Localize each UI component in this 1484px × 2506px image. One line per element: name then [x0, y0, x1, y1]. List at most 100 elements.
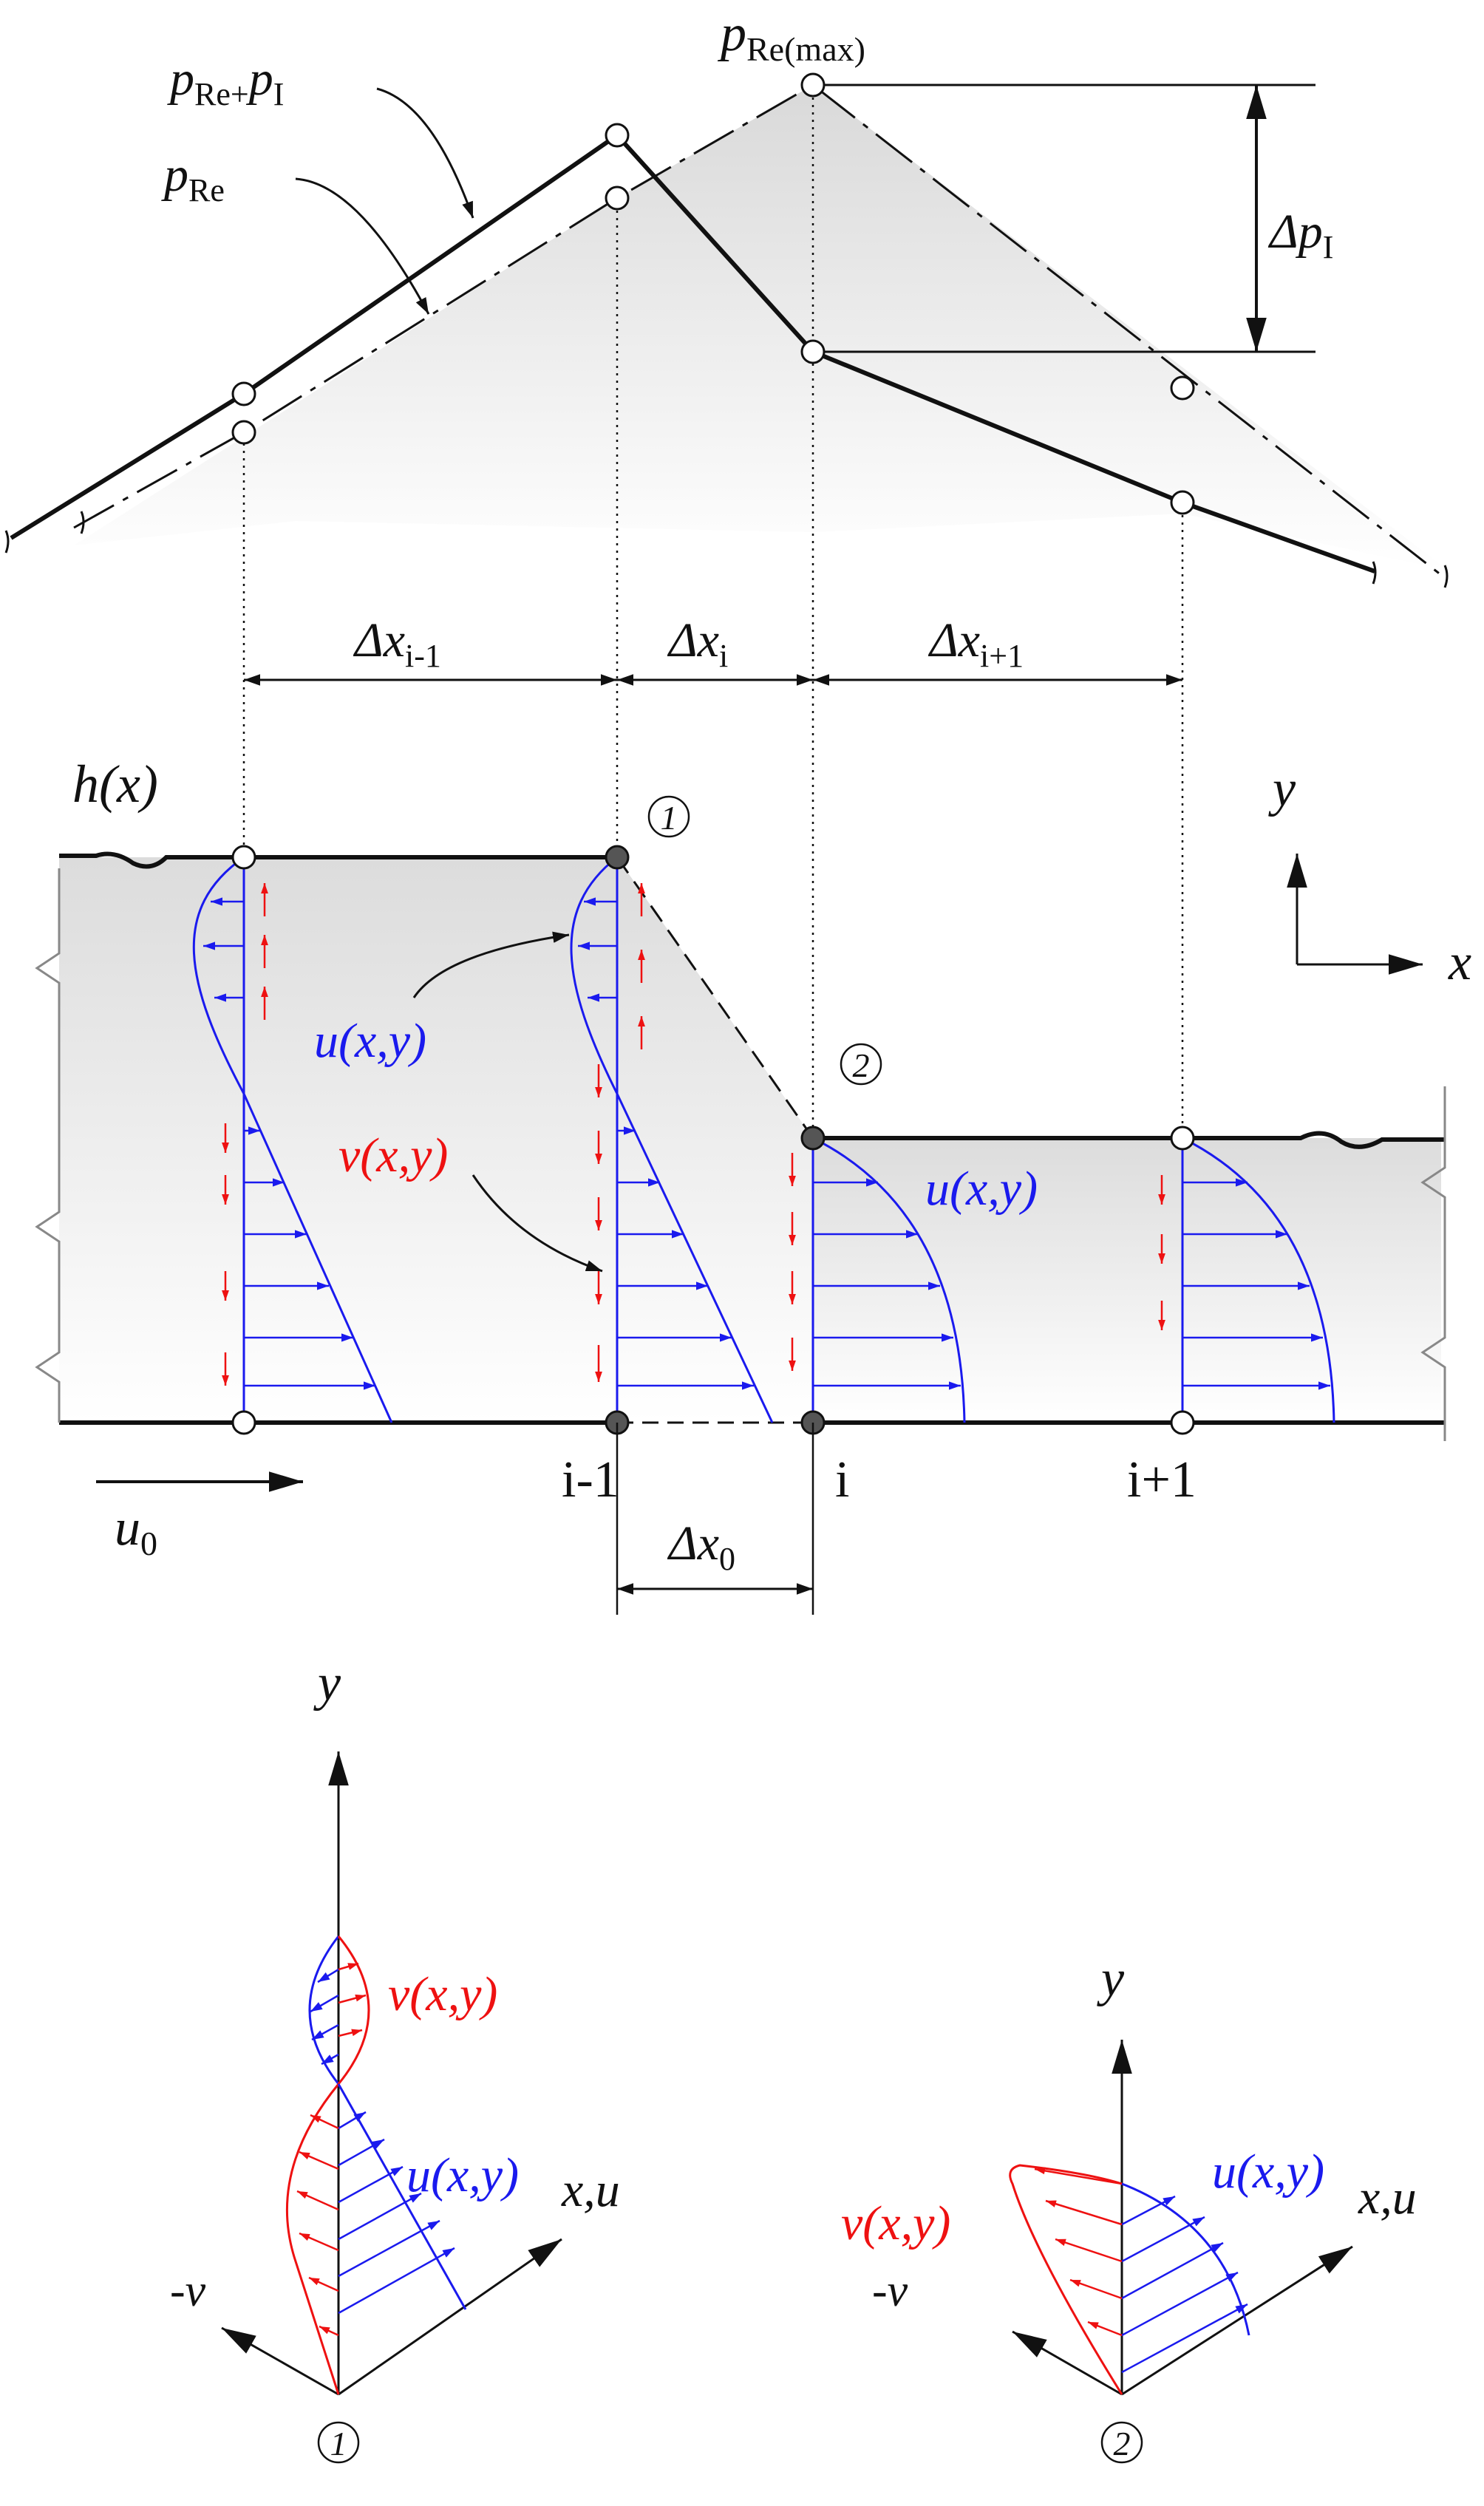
detail1-marker-label: 1: [330, 2425, 347, 2462]
node-top-1: [605, 845, 630, 870]
channel-diagram: 1 2 y x h(x) u(x,y) v(x,y) u(x,y) i-1 i …: [35, 755, 1471, 1615]
break-mark-right-1: [1372, 561, 1377, 585]
pressure-nodes: [231, 72, 1195, 515]
detail1-lower-v-arrows: [296, 2114, 339, 2337]
u-profile-curve-im1: [192, 856, 393, 1423]
channel-fill-right: [813, 1138, 1441, 1423]
detail2-label-v: -v: [872, 2266, 908, 2316]
node1-marker-circle: [647, 795, 690, 838]
break-mark-left-1: [4, 530, 10, 554]
detail2-label-xu: x,u: [1358, 2170, 1417, 2224]
label-dx0: Δx0: [667, 1516, 735, 1577]
label-u-xy-left: u(x,y): [314, 1014, 426, 1068]
detail2-label-y: y: [1097, 1950, 1125, 2007]
channel-fill-left: [59, 857, 813, 1423]
profile-station-node1: [570, 856, 774, 1423]
detail2-label-u-xy: u(x,y): [1212, 2145, 1324, 2199]
label-node-im1: i-1: [562, 1451, 619, 1508]
label-dx-im1: Δxi-1: [353, 613, 441, 674]
u-arrows-i: [813, 1178, 961, 1390]
node-top-2: [800, 1126, 826, 1151]
top-boundary-left: [59, 851, 617, 869]
detail1-label-v-xy: v(x,y): [388, 1967, 497, 2021]
leader-v-xy: [472, 1174, 603, 1273]
node-p-lower-im1: [231, 420, 256, 445]
profile-station-i: [789, 1137, 966, 1423]
v-arrows-node1: [595, 883, 645, 1382]
node-p-upper-1: [605, 123, 630, 148]
u-profile-curve-ip1: [1182, 1137, 1335, 1423]
profile-station-im1: [192, 856, 393, 1423]
break-mark-left-2: [80, 511, 85, 534]
detail-node1: y x,u -v v(x,y) u(x,y) 1: [170, 1655, 620, 2464]
label-u-xy-right: u(x,y): [925, 1162, 1038, 1216]
detail1-axis-xu: [338, 2238, 562, 2396]
top-boundary-right: [813, 1131, 1445, 1149]
u-profile-curve-i: [812, 1137, 966, 1423]
detail2-axis-v: [1012, 2330, 1123, 2396]
detail2-v-profile: [1009, 2164, 1123, 2395]
node-bottom-ip1: [1170, 1410, 1195, 1435]
label-p-re: pRe: [161, 148, 225, 208]
p-re-pi-line: [10, 133, 1376, 573]
detail2-u-arrows: [1121, 2195, 1248, 2374]
detail-node2: y x,u -v v(x,y) u(x,y) 2: [841, 1950, 1417, 2464]
zigzag-right: [1420, 1086, 1446, 1441]
p-re-line: [73, 84, 1442, 576]
detail1-label-v: -v: [170, 2266, 206, 2316]
label-node-i: i: [835, 1451, 849, 1508]
label-node-ip1: i+1: [1127, 1451, 1197, 1508]
detail2-marker-circle: [1100, 2421, 1143, 2464]
label-v-xy-left: v(x,y): [338, 1128, 448, 1182]
detail1-axis-v: [221, 2326, 339, 2396]
label-h-x: h(x): [72, 755, 158, 814]
axis-x-label: x: [1448, 934, 1471, 991]
node-top-im1: [231, 845, 256, 870]
label-delta-pi: ΔpI: [1267, 205, 1333, 265]
detail1-label-y: y: [313, 1655, 341, 1712]
leader-p-re-pi: [376, 87, 474, 219]
detail1-lower-u-arrows: [338, 2111, 455, 2315]
dx-dimension-row: Δxi-1 Δxi Δxi+1: [244, 613, 1182, 686]
detail2-label-v-xy: v(x,y): [841, 2196, 950, 2250]
detail2-axis-xu: [1121, 2245, 1353, 2396]
node-p-lower-1: [605, 185, 630, 211]
detail2-marker-label: 2: [1114, 2425, 1131, 2462]
node-p-upper-im1: [231, 381, 256, 406]
node2-marker-label: 2: [853, 1046, 870, 1084]
detail1-v-lower-lobe: [285, 2083, 340, 2395]
v-arrows-im1: [222, 883, 268, 1386]
leader-u-xy: [412, 931, 570, 998]
label-u0: u0: [115, 1499, 157, 1562]
zigzag-left: [35, 868, 61, 1423]
node1-marker-label: 1: [661, 799, 678, 837]
node-p-upper-ip1: [1170, 375, 1195, 401]
detail1-upper-u-arrows: [310, 1968, 339, 2066]
profile-station-ip1: [1158, 1137, 1335, 1423]
detail1-upper-v-arrows: [338, 1962, 367, 2037]
label-p-re-pi: pRe+pI: [167, 52, 284, 112]
pressure-diagram: pRe+pI pRe pRe(max) ΔpI: [4, 5, 1449, 1142]
node-p-max: [800, 72, 826, 98]
detail2-u-profile: [1121, 2182, 1250, 2336]
label-dx-i: Δxi: [667, 613, 728, 674]
label-p-re-max: pRe(max): [717, 5, 865, 68]
leader-p-re: [295, 177, 430, 315]
pressure-area-fill: [74, 85, 1449, 571]
node-p-min: [800, 339, 826, 364]
u-profile-curve-node1: [570, 856, 774, 1423]
detail1-v-upper-lobe: [337, 1935, 370, 2085]
axis-y-label: y: [1268, 760, 1296, 817]
projection-lines: [242, 90, 1184, 1142]
break-mark-right-2: [1443, 565, 1449, 588]
detail2-v-arrows: [1034, 2167, 1123, 2337]
node-bottom-im1: [231, 1410, 256, 1435]
detail1-u-upper-lobe: [308, 1935, 340, 2085]
u-arrows-im1: [203, 897, 375, 1390]
detail1-label-xu: x,u: [561, 2163, 620, 2217]
detail1-marker-circle: [317, 2421, 360, 2464]
detail1-label-u-xy: u(x,y): [406, 2148, 519, 2202]
label-dx-ip1: Δxi+1: [928, 613, 1024, 674]
u-arrows-ip1: [1182, 1178, 1330, 1390]
